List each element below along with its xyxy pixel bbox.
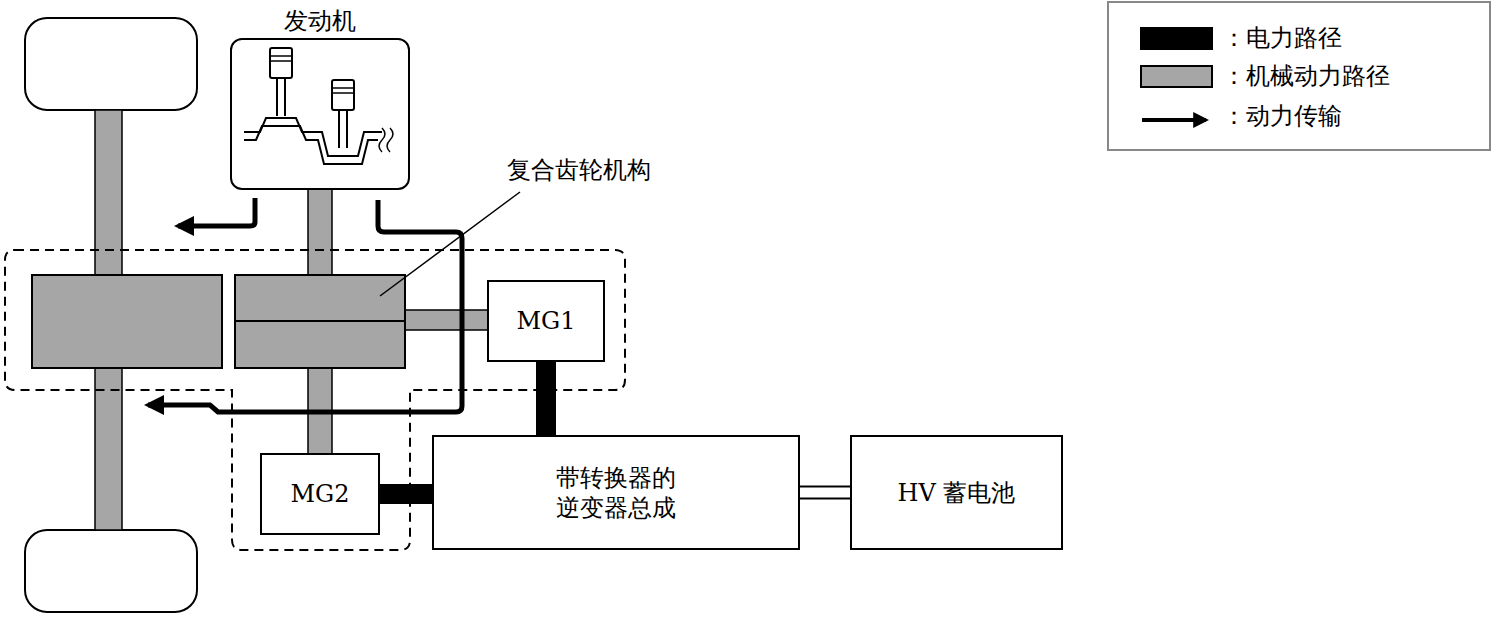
power-arrow (148, 200, 462, 412)
engine-box: 发动机 (230, 38, 410, 190)
connector (380, 484, 432, 504)
legend-swatch (1140, 27, 1213, 50)
motor-box: MG2 (260, 453, 380, 535)
power-cable (380, 494, 432, 495)
legend-frame (1108, 2, 1490, 150)
axle-shaft (95, 368, 122, 530)
legend-text: ：动力传输 (1222, 102, 1342, 131)
battery-box: HV 蓄电池 (850, 435, 1063, 550)
engine-shaft (308, 188, 332, 275)
legend-text: ：机械动力路径 (1222, 62, 1390, 91)
piston-sketch (232, 40, 408, 188)
gear-divider (235, 320, 405, 322)
mg1-shaft (405, 310, 489, 330)
motor-box: MG1 (487, 280, 605, 362)
part-label: 复合齿轮机构 (505, 156, 653, 185)
compound-gear (235, 275, 405, 368)
connector (800, 486, 850, 500)
box-label: 带转换器的 逆变器总成 (550, 463, 682, 523)
legend-swatch (1140, 65, 1213, 88)
legend-text: ：电力路径 (1222, 24, 1342, 53)
box-label: MG2 (290, 479, 349, 509)
wheel (25, 530, 197, 612)
engine-heading: 发动机 (232, 6, 408, 36)
power-cable (546, 362, 547, 435)
legend-arrow (1142, 118, 1206, 122)
box-label: HV 蓄电池 (898, 478, 1016, 508)
wheel (25, 18, 197, 110)
connector (536, 362, 556, 435)
connector (800, 488, 850, 498)
differential (32, 275, 222, 368)
inverter-box: 带转换器的 逆变器总成 (432, 435, 800, 550)
battery-link (800, 492, 850, 493)
box-label: MG1 (516, 306, 575, 336)
power-arrow (178, 198, 255, 226)
